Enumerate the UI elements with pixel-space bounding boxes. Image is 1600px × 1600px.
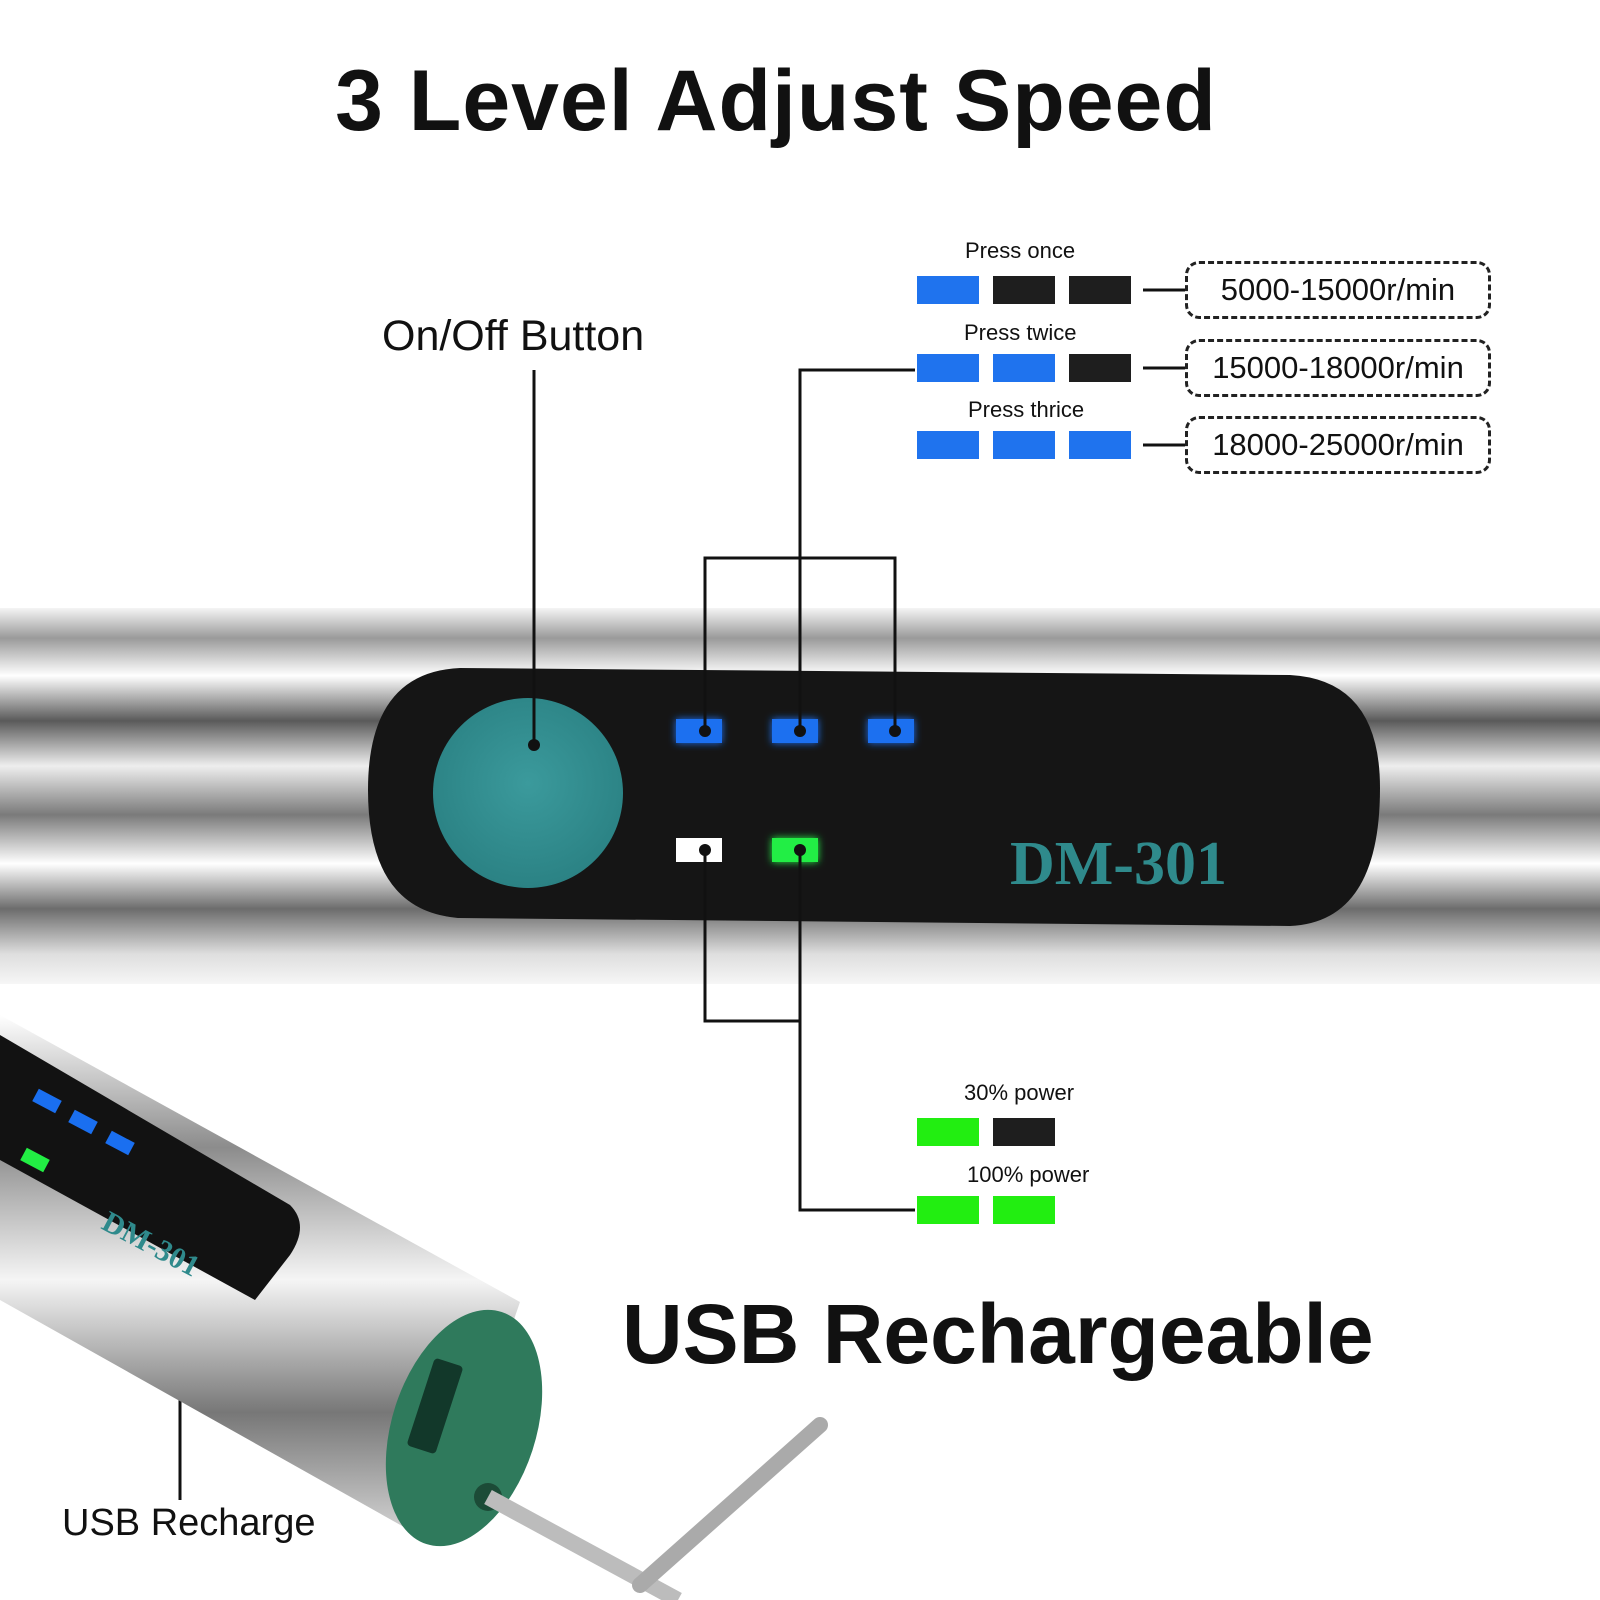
- speed-bar: [917, 354, 979, 382]
- angled-tool: [0, 1015, 828, 1600]
- speed-bar: [917, 276, 979, 304]
- power-button: [433, 698, 623, 888]
- rpm-box: 18000-25000r/min: [1185, 416, 1491, 474]
- speed-press-label: Press once: [965, 238, 1076, 263]
- onoff-button-label: On/Off Button: [382, 312, 645, 360]
- usb-recharge-label: USB Recharge: [62, 1502, 316, 1544]
- speed-press-label: Press twice: [964, 320, 1077, 345]
- power-bar: [993, 1196, 1055, 1224]
- speed-bars: [917, 276, 1131, 304]
- rpm-value: 18000-25000r/min: [1212, 427, 1464, 462]
- power-level-label: 100% power: [967, 1162, 1090, 1187]
- rpm-value: 15000-18000r/min: [1212, 350, 1464, 385]
- power-level-label: 30% power: [964, 1080, 1075, 1105]
- speed-bars: [917, 431, 1131, 459]
- speed-bar: [993, 276, 1055, 304]
- speed-bar: [993, 354, 1055, 382]
- rpm-box: 5000-15000r/min: [1185, 261, 1491, 319]
- page-subtitle: USB Rechargeable: [622, 1287, 1374, 1381]
- rpm-box: 15000-18000r/min: [1185, 339, 1491, 397]
- power-bar: [917, 1196, 979, 1224]
- power-bars: [917, 1196, 1055, 1224]
- control-panel: [368, 668, 1380, 926]
- speed-press-label: Press thrice: [968, 397, 1085, 422]
- speed-bar: [993, 431, 1055, 459]
- power-bar: [917, 1118, 979, 1146]
- speed-bars: [917, 354, 1131, 382]
- power-bars: [917, 1118, 1055, 1146]
- rpm-value: 5000-15000r/min: [1220, 272, 1456, 307]
- speed-bar: [1069, 276, 1131, 304]
- power-bar: [993, 1118, 1055, 1146]
- speed-bar: [1069, 431, 1131, 459]
- speed-bar: [1069, 354, 1131, 382]
- model-mark: DM-301: [1010, 830, 1227, 898]
- speed-bar: [917, 431, 979, 459]
- page-title: 3 Level Adjust Speed: [335, 53, 1217, 149]
